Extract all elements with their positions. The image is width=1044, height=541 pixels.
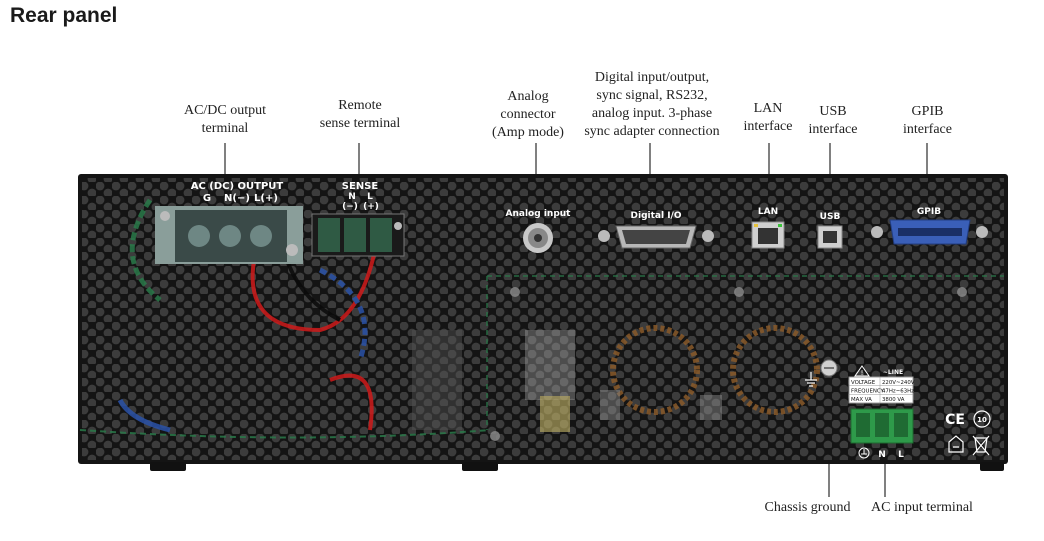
svg-text:CE: CE xyxy=(945,412,965,428)
lan-port[interactable] xyxy=(751,221,785,249)
chassis-ground-screw[interactable] xyxy=(820,359,838,377)
svg-text:!: ! xyxy=(861,369,864,377)
lan-label: LAN xyxy=(758,207,778,217)
callout-ac-dc-output: AC/DC output terminal xyxy=(183,103,267,136)
recycle-10-icon: 10 xyxy=(973,410,991,428)
usb-port[interactable] xyxy=(817,225,843,249)
callout-digital-io: Digital input/output, sync signal, RS232… xyxy=(584,70,720,139)
ac-dc-output-terminal[interactable] xyxy=(155,206,303,264)
page-title: Rear panel xyxy=(10,4,118,27)
line-label: ∼LINE xyxy=(883,369,903,376)
rating-maxva-value: 3800 VA xyxy=(882,397,905,403)
gpib-label: GPIB xyxy=(917,207,941,217)
sense-title-label: SENSE xyxy=(342,181,379,192)
gpib-connector[interactable] xyxy=(871,219,988,245)
digital-io-connector[interactable] xyxy=(598,225,714,249)
analog-input-label: Analog input xyxy=(506,209,572,219)
internal-components xyxy=(79,198,1004,441)
ac-l-label: L xyxy=(898,450,904,460)
callout-lan: LAN interface xyxy=(743,101,793,134)
rating-frequency-value: 47Hz~63Hz xyxy=(882,389,914,395)
rating-maxva-label: MAX VA xyxy=(851,397,872,403)
callout-usb: USB interface xyxy=(808,104,858,137)
ac-input-terminal[interactable] xyxy=(850,408,914,444)
ac-n-label: N xyxy=(878,450,886,460)
ground-symbol-icon xyxy=(858,447,870,459)
svg-text:10: 10 xyxy=(977,416,987,424)
callout-analog-connector: Analog connector (Amp mode) xyxy=(492,89,564,140)
sense-n-label: N xyxy=(348,192,356,202)
rating-label xyxy=(848,376,914,404)
ce-mark-icon: CE xyxy=(945,412,965,428)
house-symbol-icon xyxy=(948,435,964,453)
remote-sense-terminal[interactable] xyxy=(311,213,405,257)
digital-io-label: Digital I/O xyxy=(631,211,682,221)
analog-input-connector[interactable] xyxy=(523,223,553,253)
rating-voltage-value: 220V~240V xyxy=(882,380,915,386)
output-g-label: G xyxy=(203,193,211,204)
callout-chassis-ground: Chassis ground xyxy=(764,500,851,515)
output-title-label: AC (DC) OUTPUT xyxy=(191,181,284,192)
weee-bin-icon xyxy=(972,435,990,456)
output-l-label: L(+) xyxy=(254,193,278,204)
sense-plus-label: (+) xyxy=(363,202,379,212)
warning-triangle-icon: ! xyxy=(854,365,870,377)
callout-remote-sense: Remote sense terminal xyxy=(319,98,401,131)
rating-frequency-label: FREQUENCY xyxy=(851,389,885,395)
ground-symbol-icon xyxy=(805,372,817,387)
callout-gpib: GPIB interface xyxy=(903,104,952,137)
usb-label: USB xyxy=(820,212,841,222)
sense-l-label: L xyxy=(367,192,373,202)
output-n-label: N(−) xyxy=(224,193,250,204)
callout-ac-input: AC input terminal xyxy=(871,500,973,515)
rating-voltage-label: VOLTAGE xyxy=(851,380,876,386)
sense-minus-label: (−) xyxy=(342,202,358,212)
